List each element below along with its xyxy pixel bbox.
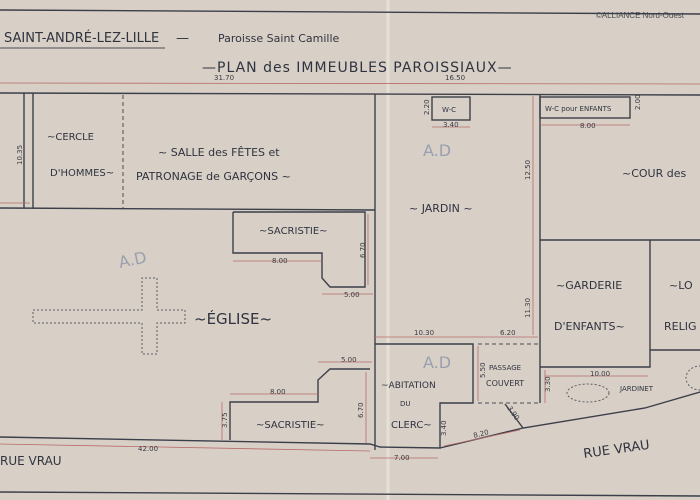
frame-plan-top-line <box>0 92 700 96</box>
jardinet-bed <box>566 383 610 403</box>
dim-label: 16.50 <box>445 74 465 82</box>
parish-name: Paroisse Saint Camille <box>218 32 340 45</box>
wc-enfants-box <box>539 96 631 119</box>
street-frontage-right <box>439 391 700 449</box>
dim-label: 3.40 <box>440 420 448 436</box>
dim-label: 3.75 <box>221 412 229 428</box>
label-cercle-2: D'HOMMES~ <box>50 168 114 179</box>
label-habitation-3: CLERC~ <box>391 420 432 431</box>
label-lo-2: RELIG <box>664 320 697 333</box>
dim-label: 3.90 <box>505 405 520 422</box>
dim-label: 31.70 <box>214 74 234 82</box>
dim-label: 8.00 <box>580 122 596 130</box>
dimension-line-top <box>0 82 700 85</box>
label-jardinet: JARDINET <box>619 385 654 393</box>
dim-label: 42.00 <box>138 445 158 453</box>
dim-label: 8.20 <box>473 428 490 440</box>
dim-label: 6.70 <box>357 402 365 418</box>
label-passage-2: COUVERT <box>486 379 524 388</box>
dim-label: 6.70 <box>359 242 367 258</box>
dim-label: 12.50 <box>524 160 532 180</box>
dim-label: 5.00 <box>344 291 360 299</box>
pencil-note: A.D <box>117 247 148 271</box>
label-lo-1: ~LO <box>669 279 693 292</box>
cercle-salle-block <box>0 93 376 450</box>
dim-label: 10.00 <box>590 370 610 378</box>
label-passage-1: PASSAGE <box>489 364 521 372</box>
label-wc-enfants: W-C pour ENFANTS <box>545 105 612 113</box>
dim-label: 11.30 <box>524 298 532 318</box>
label-eglise: ~ÉGLISE~ <box>194 309 272 328</box>
label-cercle-1: ~CERCLE <box>47 132 94 143</box>
wc-box <box>431 96 471 121</box>
frame-bottom-line <box>0 491 700 497</box>
frame-top-line <box>0 9 700 15</box>
label-rue-left: RUE VRAU <box>0 454 62 468</box>
dim-label: 2.00 <box>634 94 642 110</box>
header-dash: — <box>176 31 189 46</box>
cross-icon <box>32 277 186 355</box>
pencil-note: A.D <box>423 141 451 160</box>
label-garderie-2: D'ENFANTS~ <box>554 320 625 333</box>
label-habitation-2: DU <box>400 400 411 408</box>
label-salle-1: ~ SALLE des FÊTES et <box>158 146 280 159</box>
dim-label: 3.30 <box>544 376 552 392</box>
dim-label: 3.40 <box>443 121 459 129</box>
passage-couvert-outline <box>478 343 540 404</box>
plan-title: —PLAN des IMMEUBLES PAROISSIAUX— <box>202 60 513 76</box>
dim-label: 8.00 <box>270 388 286 396</box>
dim-label: 10.35 <box>16 145 24 165</box>
garderie-outline <box>540 349 700 368</box>
label-sacristie-top: ~SACRISTIE~ <box>259 226 328 237</box>
street-frontage-left <box>0 343 474 449</box>
dim-label: 2.20 <box>423 99 431 115</box>
label-salle-2: PATRONAGE de GARÇONS ~ <box>136 170 291 183</box>
dim-label: 6.20 <box>500 329 516 337</box>
dim-label: 8.00 <box>272 257 288 265</box>
place-name: SAINT-ANDRÉ-LEZ-LILLE <box>4 30 159 46</box>
sacristie-bottom-outline <box>229 368 370 440</box>
dim-label: 7.00 <box>394 454 410 462</box>
label-garderie-1: ~GARDERIE <box>556 279 622 292</box>
copyright-credit: ©ALLIANCE Nord-Ouest <box>595 11 684 20</box>
label-rue-right: RUE VRAU <box>582 438 650 462</box>
sacristie-top-outline <box>232 211 366 288</box>
label-habitation-1: ~ABITATION <box>381 381 436 391</box>
label-cour: ~COUR des <box>622 167 686 180</box>
label-jardin: ~ JARDIN ~ <box>409 202 473 215</box>
dim-label: 10.30 <box>414 329 434 337</box>
dim-label: 5.00 <box>341 356 357 364</box>
label-wc: W-C <box>442 106 456 114</box>
pencil-note: A.D <box>423 353 451 372</box>
label-sacristie-bottom: ~SACRISTIE~ <box>256 420 325 431</box>
dim-label: 5.50 <box>479 362 487 378</box>
